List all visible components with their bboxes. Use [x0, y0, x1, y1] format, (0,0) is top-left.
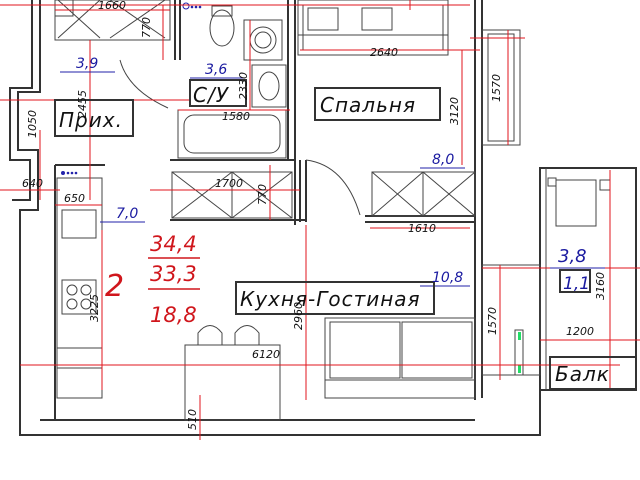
dim-1610: 1610: [408, 222, 436, 235]
dim-2640: 2640: [370, 46, 398, 59]
dim-3225: 3225: [88, 294, 101, 322]
bedroom-wardrobe: [305, 159, 476, 217]
bathroom-area: 3,6: [205, 62, 227, 78]
dim-650: 650: [64, 192, 85, 205]
dim-1050: 1050: [26, 110, 39, 138]
bathroom-label-box: [189, 79, 247, 107]
kitchen-label-box: [235, 281, 435, 315]
kitchen-zone-area: 7,0: [116, 206, 138, 222]
balcony-area-top: 3,8: [558, 246, 587, 267]
dim-1570-top: 1570: [490, 74, 503, 102]
dim-2960: 2960: [292, 302, 305, 330]
balcony-label: Балк: [555, 362, 610, 386]
hall-storage: [171, 171, 293, 219]
bedroom-area: 8,0: [432, 152, 454, 168]
dimension-lines: [0, 0, 640, 440]
dim-510: 510: [186, 409, 199, 430]
bedroom-label: Спальня: [320, 93, 416, 117]
dim-3120: 3120: [448, 97, 461, 125]
kitchen-living-label: Кухня-Гостиная: [240, 287, 421, 311]
living-area: 33,3: [150, 262, 197, 286]
dim-3160: 3160: [594, 272, 607, 300]
hallway-fixtures: [54, 0, 171, 109]
dim-1700: 1700: [215, 177, 243, 190]
dim-640: 640: [22, 177, 43, 190]
windows: [481, 29, 541, 376]
bedroom-label-box: [314, 87, 441, 121]
dim-770-mid: 770: [256, 184, 269, 205]
hallway-area: 3,9: [76, 56, 98, 72]
kitchen-living-area: 10,8: [432, 270, 463, 286]
dim-6120: 6120: [252, 348, 280, 361]
dim-2455: 2455: [76, 90, 89, 118]
dining-table: [184, 325, 281, 421]
total-area: 34,4: [150, 232, 197, 256]
sofa: [324, 317, 476, 399]
dim-1570-bot: 1570: [486, 307, 499, 335]
area-underlines: [60, 71, 605, 287]
bathroom-label: С/У: [193, 83, 230, 107]
dim-1200: 1200: [566, 325, 594, 338]
room-count: 2: [105, 269, 124, 304]
dim-1660: 1660: [98, 0, 126, 12]
dim-770-top: 770: [140, 17, 153, 38]
kitchen-area: 18,8: [150, 303, 197, 327]
balcony-area-bottom: 1,1: [563, 274, 590, 294]
dim-2330: 2330: [237, 72, 250, 100]
dim-1580: 1580: [222, 110, 250, 123]
balcony-sub-box: [559, 269, 591, 293]
hallway-label-box: [54, 99, 134, 137]
hallway-label: Прих.: [59, 108, 123, 132]
balcony-label-box: [549, 356, 637, 390]
